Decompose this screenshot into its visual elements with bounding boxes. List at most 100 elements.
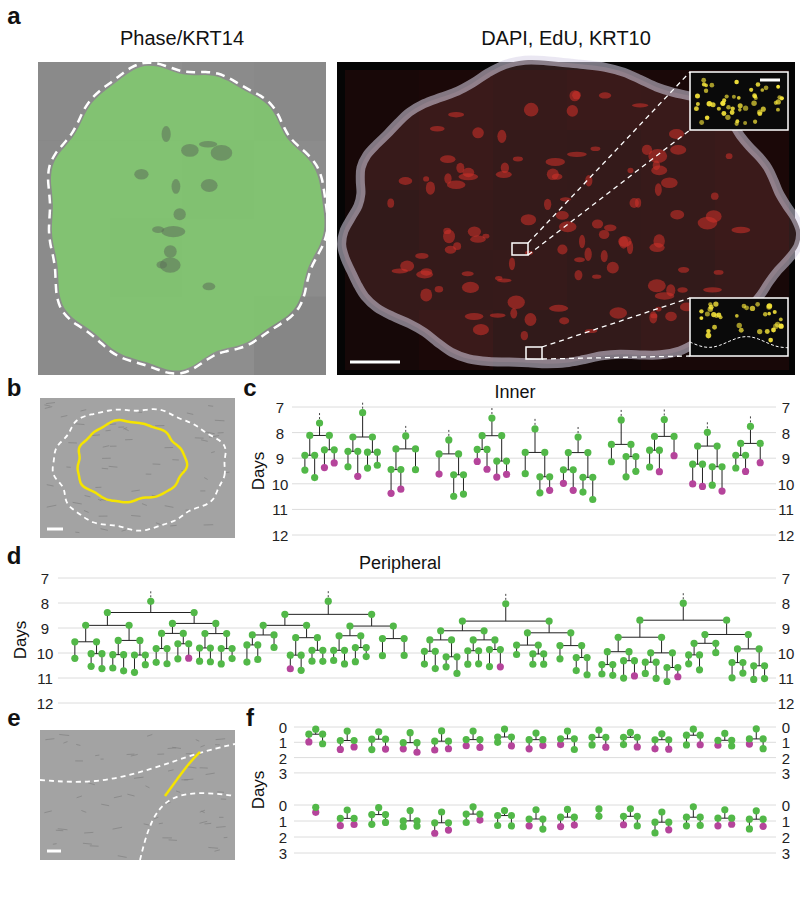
cell-dot (696, 651, 703, 658)
texture (208, 405, 213, 407)
cell-dot (368, 736, 375, 743)
cell-dot (742, 452, 749, 459)
texture (145, 786, 149, 788)
red-cell (448, 112, 464, 117)
cell-dot (658, 808, 665, 815)
cell-dot (270, 644, 277, 651)
texture (81, 810, 86, 812)
cell-dot (382, 819, 389, 826)
texture (199, 821, 207, 823)
cell-dot (631, 672, 638, 679)
texture (187, 767, 197, 768)
texture (131, 754, 138, 756)
lineage-branch (357, 451, 358, 476)
image-tile (493, 70, 567, 130)
cell-dot (608, 441, 615, 448)
edu-nucleus (734, 80, 739, 85)
red-cell (544, 199, 551, 210)
cell-dot (642, 670, 649, 677)
texture (110, 446, 116, 447)
red-cell (579, 235, 585, 248)
edu-nucleus (712, 325, 717, 330)
cell-dot (609, 672, 616, 679)
cell-dot (350, 737, 357, 744)
cell-dot (491, 636, 498, 643)
red-cell (648, 279, 666, 292)
cell-dot (387, 490, 394, 497)
cell-dot (142, 651, 149, 658)
cell-dot (709, 463, 716, 470)
cell-dot (82, 622, 89, 629)
texture (59, 734, 69, 735)
texture (56, 830, 63, 831)
red-cell (482, 234, 489, 239)
cell-dot (522, 449, 529, 456)
grid-line (58, 603, 776, 604)
texture (123, 428, 127, 429)
cell-dot (476, 744, 483, 751)
cell-dot (475, 660, 482, 667)
texture (66, 466, 70, 467)
cell-dot (153, 659, 160, 666)
cell-dot (683, 732, 690, 739)
cell-dot (493, 473, 500, 480)
cell-dot (292, 634, 299, 641)
cell-dot (571, 814, 578, 821)
cell-dot (174, 655, 181, 662)
red-cell (649, 311, 657, 323)
tick-number: 0 (279, 798, 287, 813)
texture (142, 504, 147, 506)
cell-dot (426, 636, 433, 643)
edu-nucleus (721, 111, 726, 116)
cell-dot (663, 664, 670, 671)
tick-number: 2 (279, 750, 287, 765)
panel-letter: f (246, 706, 254, 730)
red-cell (653, 234, 664, 247)
cell-dot (669, 649, 676, 656)
texture (211, 452, 215, 453)
cell-dot (312, 804, 319, 811)
cell-dot (337, 822, 344, 829)
edu-nucleus (738, 108, 742, 112)
cell-dot (298, 667, 305, 674)
cell-dot (634, 822, 641, 829)
cell-dot (301, 452, 308, 459)
texture (90, 845, 99, 846)
tick-number: 1 (782, 735, 790, 750)
lineage-branch (722, 467, 723, 491)
cell-dot (375, 728, 382, 735)
cell-dot (685, 651, 692, 658)
cell-dot (704, 429, 711, 436)
texture (155, 425, 164, 426)
cell-dot (503, 457, 510, 464)
cell-dot (437, 627, 444, 634)
cell-dot (570, 487, 577, 494)
red-cell (426, 181, 435, 194)
edu-nucleus (767, 303, 773, 309)
inset-frame (690, 72, 788, 130)
cell-dot (595, 813, 602, 820)
grid-line (58, 628, 776, 629)
texture (217, 791, 224, 793)
cell-dot (341, 647, 348, 654)
cell-dot (71, 655, 78, 662)
cell-dot (753, 725, 760, 732)
cell-dot (445, 436, 452, 443)
cell-dot (699, 461, 706, 468)
red-cell (423, 176, 429, 181)
red-cell (665, 312, 677, 322)
cell-dot (564, 727, 571, 734)
edu-nucleus (735, 314, 739, 318)
tick-number: 9 (782, 621, 790, 636)
texture (204, 524, 213, 525)
cell-dot (564, 806, 571, 813)
cell-dot (463, 742, 470, 749)
cell-dot (746, 735, 753, 742)
cell-dot (337, 746, 344, 753)
cell-dot (469, 803, 476, 810)
tick-number: 1 (279, 735, 287, 750)
cell-dot (407, 729, 414, 736)
cell-dot (742, 468, 749, 475)
cell-dot (311, 452, 318, 459)
cell-dot (546, 617, 553, 624)
